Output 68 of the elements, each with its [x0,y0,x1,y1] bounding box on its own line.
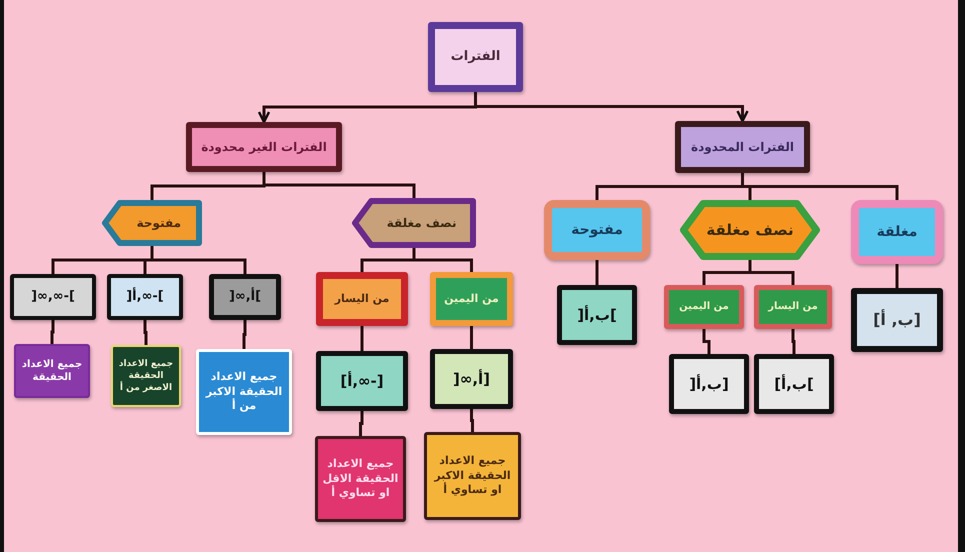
connector-line [470,409,474,432]
connector-line [360,326,364,351]
category-box [315,436,406,522]
node-label: من اليسار [333,292,390,306]
node-label: مغلقة [876,222,918,242]
node-label: نصف مغلقة [705,220,795,240]
connector-line [792,329,796,354]
node-label: جميع الاعداد الحقيقة الاقل او تساوي أ [322,456,400,502]
interval-notation: ]أ,ب] [688,374,730,394]
node-label: جميع الاعداد الحقيقة الاصغر من أ [118,358,174,394]
node-label: نصف مغلقة [386,214,458,232]
category-box [196,349,292,435]
connector-line [470,326,473,349]
connector-line [748,260,794,285]
interval-notation: ]∞,∞-[ [30,288,76,306]
category-box [10,274,96,320]
category-box [669,354,749,414]
category-box [851,288,943,352]
node-label: جميع الاعداد الحقيقة الاكبر او تساوي أ [432,454,512,498]
category-box [111,345,181,407]
category-box [664,285,744,329]
category-box [424,432,521,520]
rounded-box [851,200,943,264]
category-box [107,274,183,320]
category-box [316,272,408,326]
arrow-tag-box [352,198,476,248]
connector-line [150,246,246,274]
category-box [754,285,832,329]
connector-line [741,173,898,200]
interval-notation: [أ ,ب] [872,309,922,331]
connector-line [50,320,54,344]
category-box [675,121,810,173]
category-box [14,344,90,398]
interval-notation: ]أ,∞-[ [125,288,165,306]
connector-line [702,329,710,354]
category-box [186,122,342,172]
connector-line [144,320,148,345]
connector-line [412,248,473,272]
node-label: الفترات المحدودة [690,138,795,156]
node-label: الفترات الغير محدودة [200,138,328,156]
category-box [557,285,637,345]
category-box [430,272,513,326]
rounded-box [544,200,650,260]
node-label: من اليسار [766,300,819,314]
category-box [754,354,834,414]
category-box [209,274,281,320]
hexagon-box [680,200,820,260]
node-label: جميع الاعداد الحقيقة الاكبر من أ [204,370,284,414]
connector-line [242,320,246,349]
interval-notation: [أ,∞-] [339,370,385,392]
node-label: من اليمين [678,300,730,314]
node-label: الفترات [450,48,502,66]
category-box [428,22,523,92]
arrow-tag-box [102,200,202,246]
category-box [316,351,408,411]
connector-line [596,260,598,285]
interval-notation: ]∞,أ[ [228,288,262,306]
node-label: جميع الاعداد الحقيقة [20,358,84,384]
node-label: مفتوحة [136,214,182,232]
interval-notation: [أ,ب[ [773,374,815,394]
interval-notation: ]∞,أ] [452,368,492,390]
category-box [430,349,513,409]
node-label: من اليمين [443,292,500,306]
connector-line [262,172,416,198]
interval-notation: ]أ,ب[ [576,304,618,326]
connector-line [359,411,364,436]
node-label: مفتوحة [570,220,624,240]
connector-line [896,264,898,288]
